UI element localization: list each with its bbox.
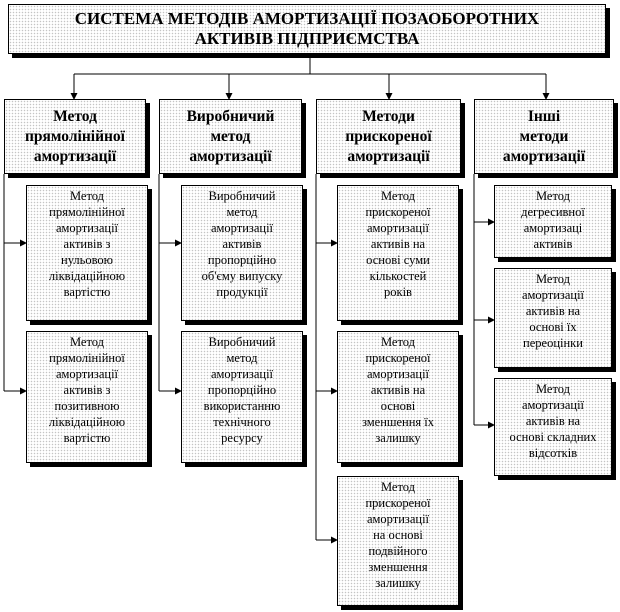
method-text: Метод дегресивної амортизаці активів [521, 189, 585, 251]
method-text: Виробничий метод амортизації активів про… [201, 189, 283, 299]
method-text: Метод прискореної амортизації на основі … [365, 480, 431, 590]
method-box: Виробничий метод амортизації пропорційно… [181, 331, 303, 463]
method-box: Метод прискореної амортизації активів на… [337, 185, 459, 321]
diagram-title: СИСТЕМА МЕТОДІВ АМОРТИЗАЦІЇ ПОЗАОБОРОТНИ… [8, 4, 606, 54]
method-text: Метод прискореної амортизації активів на… [361, 335, 435, 445]
method-box: Метод прискореної амортизації активів на… [337, 331, 459, 463]
heading-text: Інші методи амортизації [502, 107, 586, 165]
method-box: Метод амортизації активів на основі скла… [494, 378, 612, 476]
method-box: Метод прискореної амортизації на основі … [337, 476, 459, 606]
heading-text: Виробничий метод амортизації [186, 107, 275, 165]
method-box: Метод дегресивної амортизаці активів [494, 185, 612, 258]
heading-text: Методи прискореної амортизації [345, 107, 432, 165]
column-heading-accelerated: Методи прискореної амортизації [316, 99, 461, 174]
column-heading-straight-line: Метод прямолінійної амортизації [4, 99, 146, 174]
method-text: Метод прямолінійної амортизації активів … [48, 189, 126, 299]
heading-text: Метод прямолінійної амортизації [25, 107, 125, 165]
method-text: Метод амортизації активів на основі їх п… [521, 272, 585, 350]
method-box: Метод прямолінійної амортизації активів … [26, 185, 148, 321]
method-text: Метод прямолінійної амортизації активів … [48, 335, 126, 445]
diagram-title-text: СИСТЕМА МЕТОДІВ АМОРТИЗАЦІЇ ПОЗАОБОРОТНИ… [74, 9, 540, 48]
method-box: Виробничий метод амортизації активів про… [181, 185, 303, 321]
column-heading-production: Виробничий метод амортизації [159, 99, 302, 174]
method-box: Метод прямолінійної амортизації активів … [26, 331, 148, 463]
method-box: Метод амортизації активів на основі їх п… [494, 268, 612, 368]
method-text: Виробничий метод амортизації пропорційно… [203, 335, 281, 445]
column-heading-other: Інші методи амортизації [474, 99, 614, 174]
method-text: Метод прискореної амортизації активів на… [365, 189, 431, 299]
method-text: Метод амортизації активів на основі скла… [509, 382, 597, 460]
